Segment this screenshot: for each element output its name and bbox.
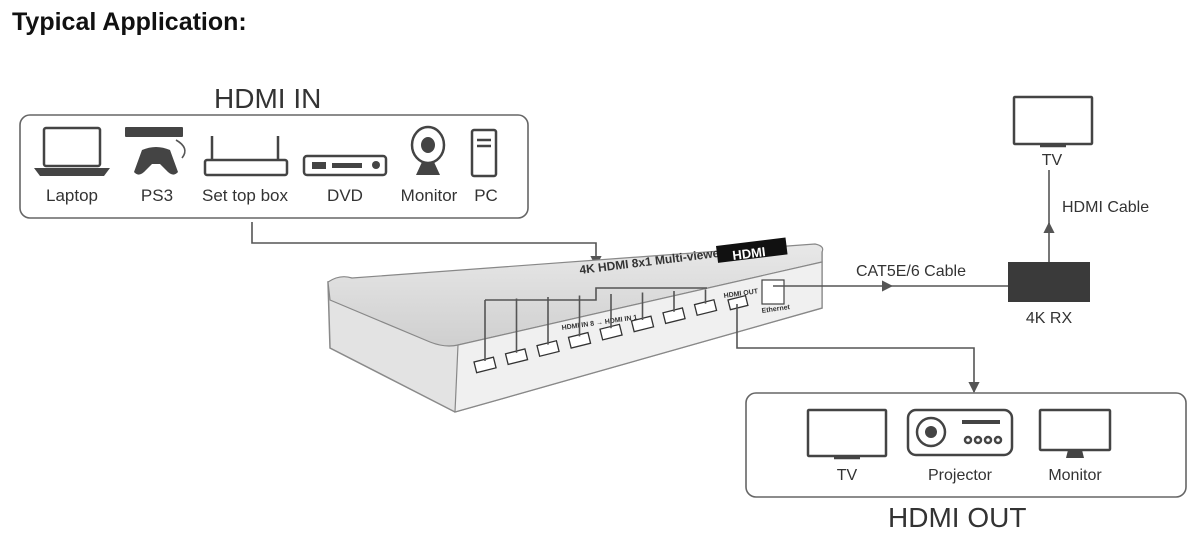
multi-viewer-device: 4K HDMI 8x1 Multi-viewer HDMI HDMI IN 8 … [327,237,824,413]
output-monitor-icon [1038,408,1112,458]
device-ethernet-port-label: Ethernet [761,304,791,315]
source-label-monitor: Monitor [401,186,458,205]
hdmi-input-port [536,339,560,358]
display-label-monitor: Monitor [1048,467,1102,484]
hdmi-input-port [693,298,718,317]
source-label-pc: PC [474,186,498,205]
hdmi-in-title: HDMI IN [214,83,321,114]
game-console-icon [125,127,186,175]
device-hdmi-out-port-label: HDMI OUT [723,288,759,300]
source-label-dvd: DVD [327,186,363,205]
receiver-box [1008,262,1090,302]
set-top-box-icon [203,136,289,177]
hdmi-in-wire [251,222,602,268]
hdmi-input-port [473,356,497,374]
port-bus-wire [485,287,707,301]
hdmi-input-port [662,307,686,325]
source-label-set-top-box: Set top box [202,186,289,205]
laptop-icon [34,126,110,176]
hdmi-input-port [504,348,529,366]
projector-icon [906,408,1014,457]
hdmi-in-box [19,114,529,219]
remote-tv-icon [1012,95,1094,148]
hdmi-out-wire [736,304,980,394]
cat-cable-label: CAT5E/6 Cable [856,263,966,280]
hdmi-out-title: HDMI OUT [888,502,1026,533]
device-logo: HDMI [732,244,767,263]
pc-tower-icon [470,128,498,178]
remote-tv-label: TV [1042,152,1063,169]
display-label-tv: TV [837,467,858,484]
hdmi-out-box [745,392,1187,498]
monitor-camera-icon [410,125,446,175]
hdmi-input-port [630,315,655,333]
page-heading: Typical Application: [12,8,247,36]
source-label-laptop: Laptop [46,186,98,205]
dvd-player-icon [302,154,388,177]
hdmi-input-port [567,331,592,349]
receiver-label: 4K RX [1026,310,1073,327]
hdmi-cable-label: HDMI Cable [1062,199,1149,216]
display-label-projector: Projector [928,467,993,484]
source-label-ps3: PS3 [141,186,173,205]
hdmi-input-port [599,323,623,341]
output-tv-icon [806,408,888,460]
hdmi-output-port [727,294,749,311]
ethernet-port [761,279,785,305]
